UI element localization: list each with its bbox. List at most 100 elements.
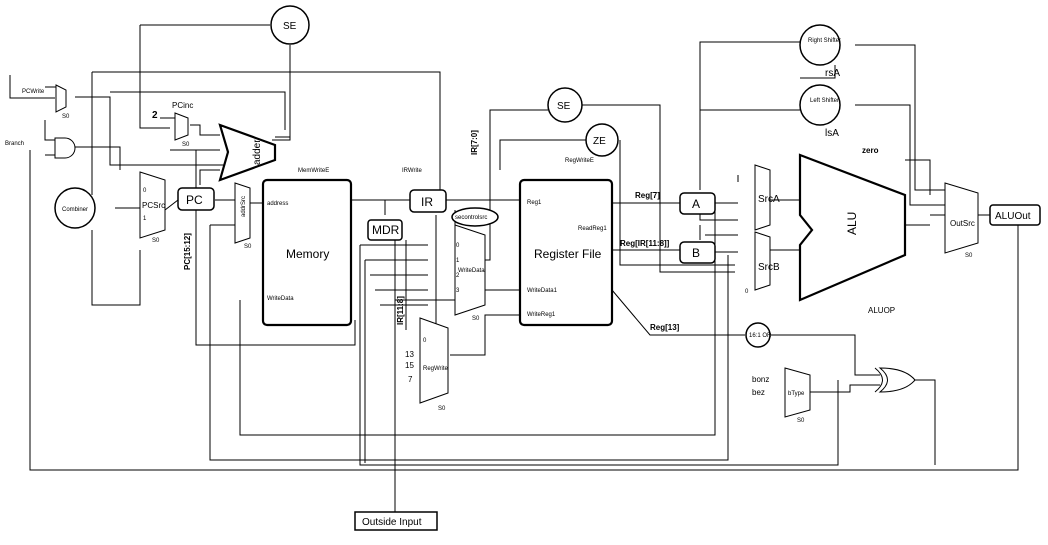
svg-text:S0: S0	[152, 238, 160, 244]
svg-text:Outside Input: Outside Input	[362, 517, 422, 528]
svg-text:S0: S0	[438, 406, 446, 412]
svg-text:Branch: Branch	[5, 141, 24, 147]
svg-text:RegWrite: RegWrite	[423, 366, 449, 372]
ze: ZE	[585, 123, 619, 157]
svg-text:0: 0	[143, 188, 147, 194]
svg-text:WriteData: WriteData	[458, 268, 485, 274]
svg-text:2: 2	[152, 110, 158, 121]
regwrite-mux: 0 RegWrite S0	[419, 317, 449, 412]
reg-ir-label: Reg[IR[11:8]]	[620, 239, 670, 248]
a-register: A	[679, 192, 716, 215]
ir-bits-label: IR[11:8]	[396, 296, 405, 325]
svg-text:addrSrc: addrSrc	[241, 196, 247, 217]
svg-text:Combiner: Combiner	[62, 207, 88, 213]
reg7-label: Reg[7]	[635, 191, 660, 200]
memory: Memory address WriteData MemWriteE	[261, 168, 353, 327]
svg-text:Left Shifter: Left Shifter	[810, 98, 839, 104]
secontrol: secontrolsrc	[451, 207, 499, 227]
svg-text:3: 3	[456, 288, 460, 294]
pcwrite-mux: PCWrite S0	[22, 84, 70, 120]
svg-text:Right Shifter: Right Shifter	[808, 38, 841, 44]
svg-text:1: 1	[456, 258, 460, 264]
right-shifter: Right Shifter rsA	[799, 24, 841, 79]
svg-text:1: 1	[143, 216, 147, 222]
addrsrc-mux: addrSrc S0	[234, 182, 252, 250]
svg-text:S0: S0	[182, 142, 190, 148]
svg-text:adder: adder	[252, 139, 263, 165]
svg-text:address: address	[267, 201, 288, 207]
outside-input[interactable]: Outside Input	[354, 511, 438, 531]
svg-text:Register File: Register File	[534, 247, 602, 261]
svg-text:PCSrc: PCSrc	[142, 201, 165, 210]
svg-text:A: A	[692, 197, 700, 211]
svg-text:2: 2	[456, 273, 460, 279]
svg-text:S0: S0	[472, 316, 480, 322]
pcinc-mux: PCinc 2 S0	[152, 101, 193, 148]
svg-text:0: 0	[456, 243, 460, 249]
ir-top-label: IR[7:0]	[470, 130, 479, 155]
svg-text:MDR: MDR	[372, 223, 400, 237]
svg-text:S0: S0	[244, 244, 252, 250]
svg-text:WriteReg1: WriteReg1	[527, 312, 556, 318]
svg-text:WriteData: WriteData	[267, 296, 294, 302]
or16: 16:1 OR	[745, 322, 772, 348]
svg-text:bonz: bonz	[752, 375, 769, 384]
label-13: 13	[405, 350, 414, 359]
adder: adder	[218, 123, 277, 182]
svg-text:ReadReg1: ReadReg1	[578, 226, 607, 232]
svg-text:S0: S0	[965, 253, 973, 259]
svg-text:SE: SE	[557, 101, 571, 112]
svg-text:PCinc: PCinc	[172, 101, 193, 110]
svg-text:ZE: ZE	[593, 136, 606, 147]
svg-text:OutSrc: OutSrc	[950, 219, 975, 228]
svg-text:S0: S0	[797, 418, 805, 424]
svg-text:0: 0	[745, 289, 749, 295]
svg-text:PC: PC	[186, 193, 203, 207]
svg-text:zero: zero	[862, 146, 879, 155]
svg-text:B: B	[692, 246, 700, 260]
svg-text:Memory: Memory	[286, 247, 329, 261]
mdr: MDR	[367, 219, 403, 241]
left-shifter: Left Shifter lsA	[799, 84, 841, 139]
xor-gate	[874, 367, 916, 393]
svg-text:SE: SE	[283, 21, 297, 32]
b-register: B	[679, 241, 716, 264]
btype-mux: bType bonz bez S0	[752, 367, 811, 424]
se-top: SE	[270, 5, 310, 45]
ir: IR IRWrite	[402, 168, 447, 213]
branch-and-gate: Branch	[5, 137, 76, 159]
srcb-mux: SrcB 0	[745, 231, 780, 295]
svg-text:SrcB: SrcB	[758, 262, 780, 273]
svg-text:ALUOut: ALUOut	[995, 211, 1031, 222]
svg-text:bType: bType	[788, 391, 805, 397]
srca-mux: SrcA	[754, 164, 780, 231]
svg-text:WriteData1: WriteData1	[527, 288, 558, 294]
svg-text:IRWrite: IRWrite	[402, 168, 422, 174]
aluout: ALUOut	[989, 204, 1041, 226]
alu: ALU ALUOP zero	[798, 146, 907, 315]
label-15: 15	[405, 361, 414, 370]
svg-text:SrcA: SrcA	[758, 194, 780, 205]
combiner: Combiner	[54, 187, 96, 229]
svg-text:IR: IR	[421, 195, 433, 209]
svg-text:PCWrite: PCWrite	[22, 89, 45, 95]
se-mid: SE	[547, 87, 583, 123]
pc-register: PC	[177, 187, 215, 211]
svg-text:RegWriteE: RegWriteE	[565, 158, 594, 164]
svg-text:S0: S0	[62, 114, 70, 120]
svg-text:0: 0	[423, 338, 427, 344]
pcsrc-mux: PCSrc 0 1 S0	[139, 171, 166, 244]
svg-text:secontrolsrc: secontrolsrc	[455, 215, 487, 221]
register-file: Register File Reg1 ReadReg1 WriteData1 W…	[518, 158, 614, 327]
svg-text:rsA: rsA	[825, 68, 840, 79]
svg-text:ALUOP: ALUOP	[868, 306, 895, 315]
wires	[9, 24, 1019, 512]
reg13-label: Reg[13]	[650, 323, 680, 332]
svg-text:bez: bez	[752, 388, 765, 397]
svg-text:Reg1: Reg1	[527, 200, 542, 206]
svg-text:ALU: ALU	[845, 212, 859, 235]
writedata-mux: 0 1 2 3 WriteData S0	[454, 224, 486, 322]
svg-text:16:1 OR: 16:1 OR	[749, 333, 772, 339]
svg-text:MemWriteE: MemWriteE	[298, 168, 329, 174]
